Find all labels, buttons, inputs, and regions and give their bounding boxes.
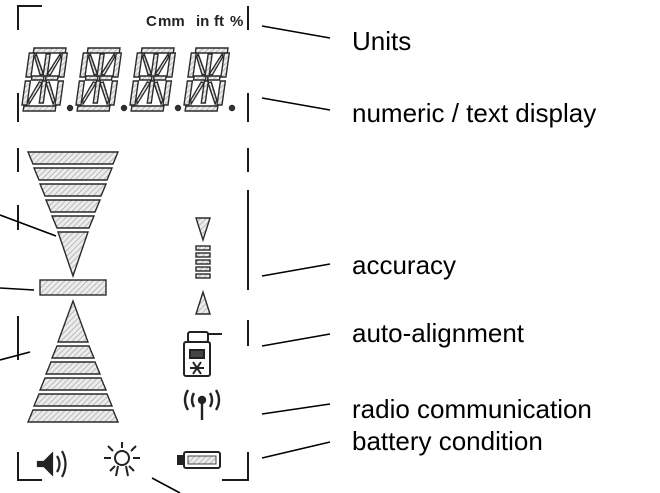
radio-antenna-icon — [183, 389, 221, 420]
label-accuracy: accuracy — [352, 250, 457, 280]
label-radio-communication: radio communication — [352, 394, 592, 424]
digit-4 — [183, 47, 231, 112]
on-grade-bar — [39, 279, 107, 296]
unit-percent: % — [230, 13, 244, 30]
leader-lines — [0, 25, 331, 493]
light-icon — [104, 442, 140, 477]
segment-digits — [21, 47, 236, 112]
speaker-icon — [36, 450, 67, 478]
auto-alignment-icon — [183, 331, 222, 377]
unit-mm: mm — [158, 13, 185, 30]
accuracy-indicator — [195, 217, 211, 315]
label-numeric-display: numeric / text display — [352, 98, 597, 128]
label-units: Units — [352, 26, 412, 56]
digit-1 — [21, 47, 69, 112]
digit-2 — [75, 47, 123, 112]
label-auto-alignment: auto-alignment — [352, 318, 524, 348]
unit-cm: C — [146, 13, 157, 30]
lcd-frame — [17, 5, 249, 481]
grade-arrow-up — [26, 298, 120, 423]
unit-in: in — [196, 13, 210, 30]
grade-arrow-down — [26, 151, 120, 279]
digit-3 — [129, 47, 177, 112]
label-battery-condition: battery condition — [352, 426, 543, 456]
unit-ft: ft — [214, 13, 224, 30]
battery-icon — [177, 451, 221, 469]
